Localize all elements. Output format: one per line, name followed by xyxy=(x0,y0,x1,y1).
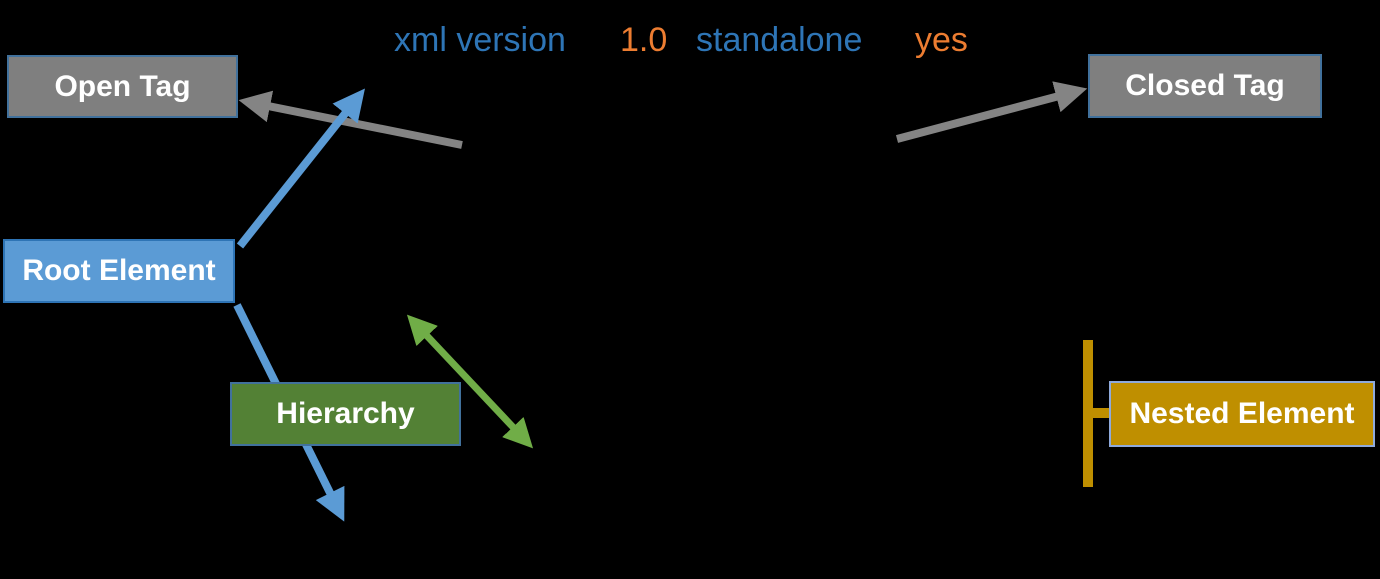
closed-tag-box: Closed Tag xyxy=(1088,54,1322,118)
declaration-token-standalone: standalone xyxy=(696,21,863,59)
root-element-box: Root Element xyxy=(3,239,235,303)
hierarchy-box: Hierarchy xyxy=(230,382,461,446)
nested-element-label: Nested Element xyxy=(1129,397,1355,430)
root-element-label: Root Element xyxy=(22,254,216,287)
closed-tag-label: Closed Tag xyxy=(1125,69,1285,102)
declaration-token-yes: yes xyxy=(915,21,968,59)
open-tag-box: Open Tag xyxy=(7,55,238,118)
gray-arrow-to-closed-tag xyxy=(895,81,1088,143)
declaration-token-1-0: 1.0 xyxy=(620,21,668,59)
nested-element-box: Nested Element xyxy=(1109,381,1375,447)
green-double-arrow-hierarchy xyxy=(406,314,534,449)
hierarchy-label: Hierarchy xyxy=(276,397,415,430)
open-tag-label: Open Tag xyxy=(54,69,191,103)
blue-arrow-root-element-up xyxy=(236,88,365,249)
gray-arrow-to-open-tag xyxy=(238,90,463,149)
declaration-token-xml-version: xml version xyxy=(394,21,566,59)
